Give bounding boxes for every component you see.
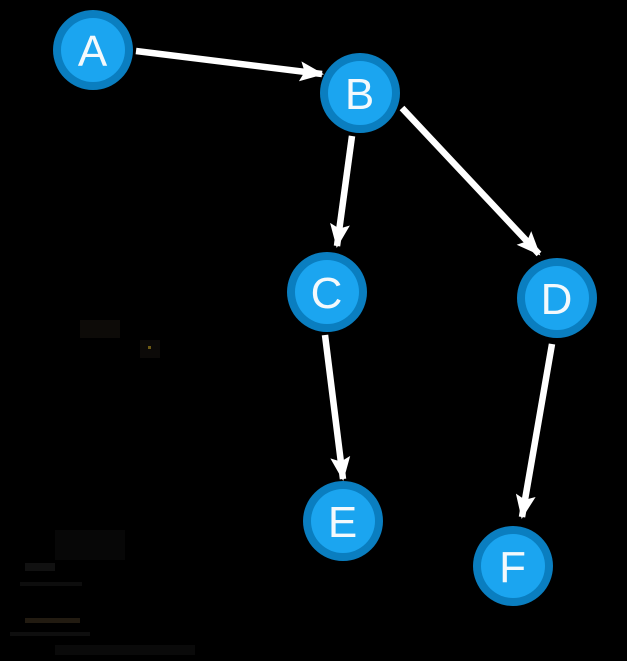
- node-c-label: C: [311, 269, 344, 318]
- node-d-body: [525, 266, 589, 330]
- edge-b-d: [399, 105, 542, 257]
- edge-c-e: [321, 334, 351, 481]
- edge-b-c: [330, 135, 356, 248]
- node-a[interactable]: A: [53, 10, 133, 90]
- node-f-body: [481, 534, 545, 598]
- node-b[interactable]: B: [320, 53, 400, 133]
- edge-d-f: [515, 343, 556, 519]
- node-f[interactable]: F: [473, 526, 553, 606]
- node-a-label: A: [78, 27, 108, 76]
- node-b-label: B: [345, 70, 375, 119]
- node-b-body: [328, 61, 392, 125]
- edges-layer: [135, 47, 556, 519]
- node-a-body: [61, 18, 125, 82]
- node-e-body: [311, 489, 375, 553]
- node-d-label: D: [541, 275, 574, 324]
- node-f-label: F: [499, 543, 527, 592]
- node-e-label: E: [328, 498, 358, 547]
- node-c[interactable]: C: [287, 252, 367, 332]
- node-d[interactable]: D: [517, 258, 597, 338]
- node-c-body: [295, 260, 359, 324]
- nodes-layer: A B C D E: [53, 10, 597, 606]
- edge-a-b: [135, 47, 324, 82]
- node-e[interactable]: E: [303, 481, 383, 561]
